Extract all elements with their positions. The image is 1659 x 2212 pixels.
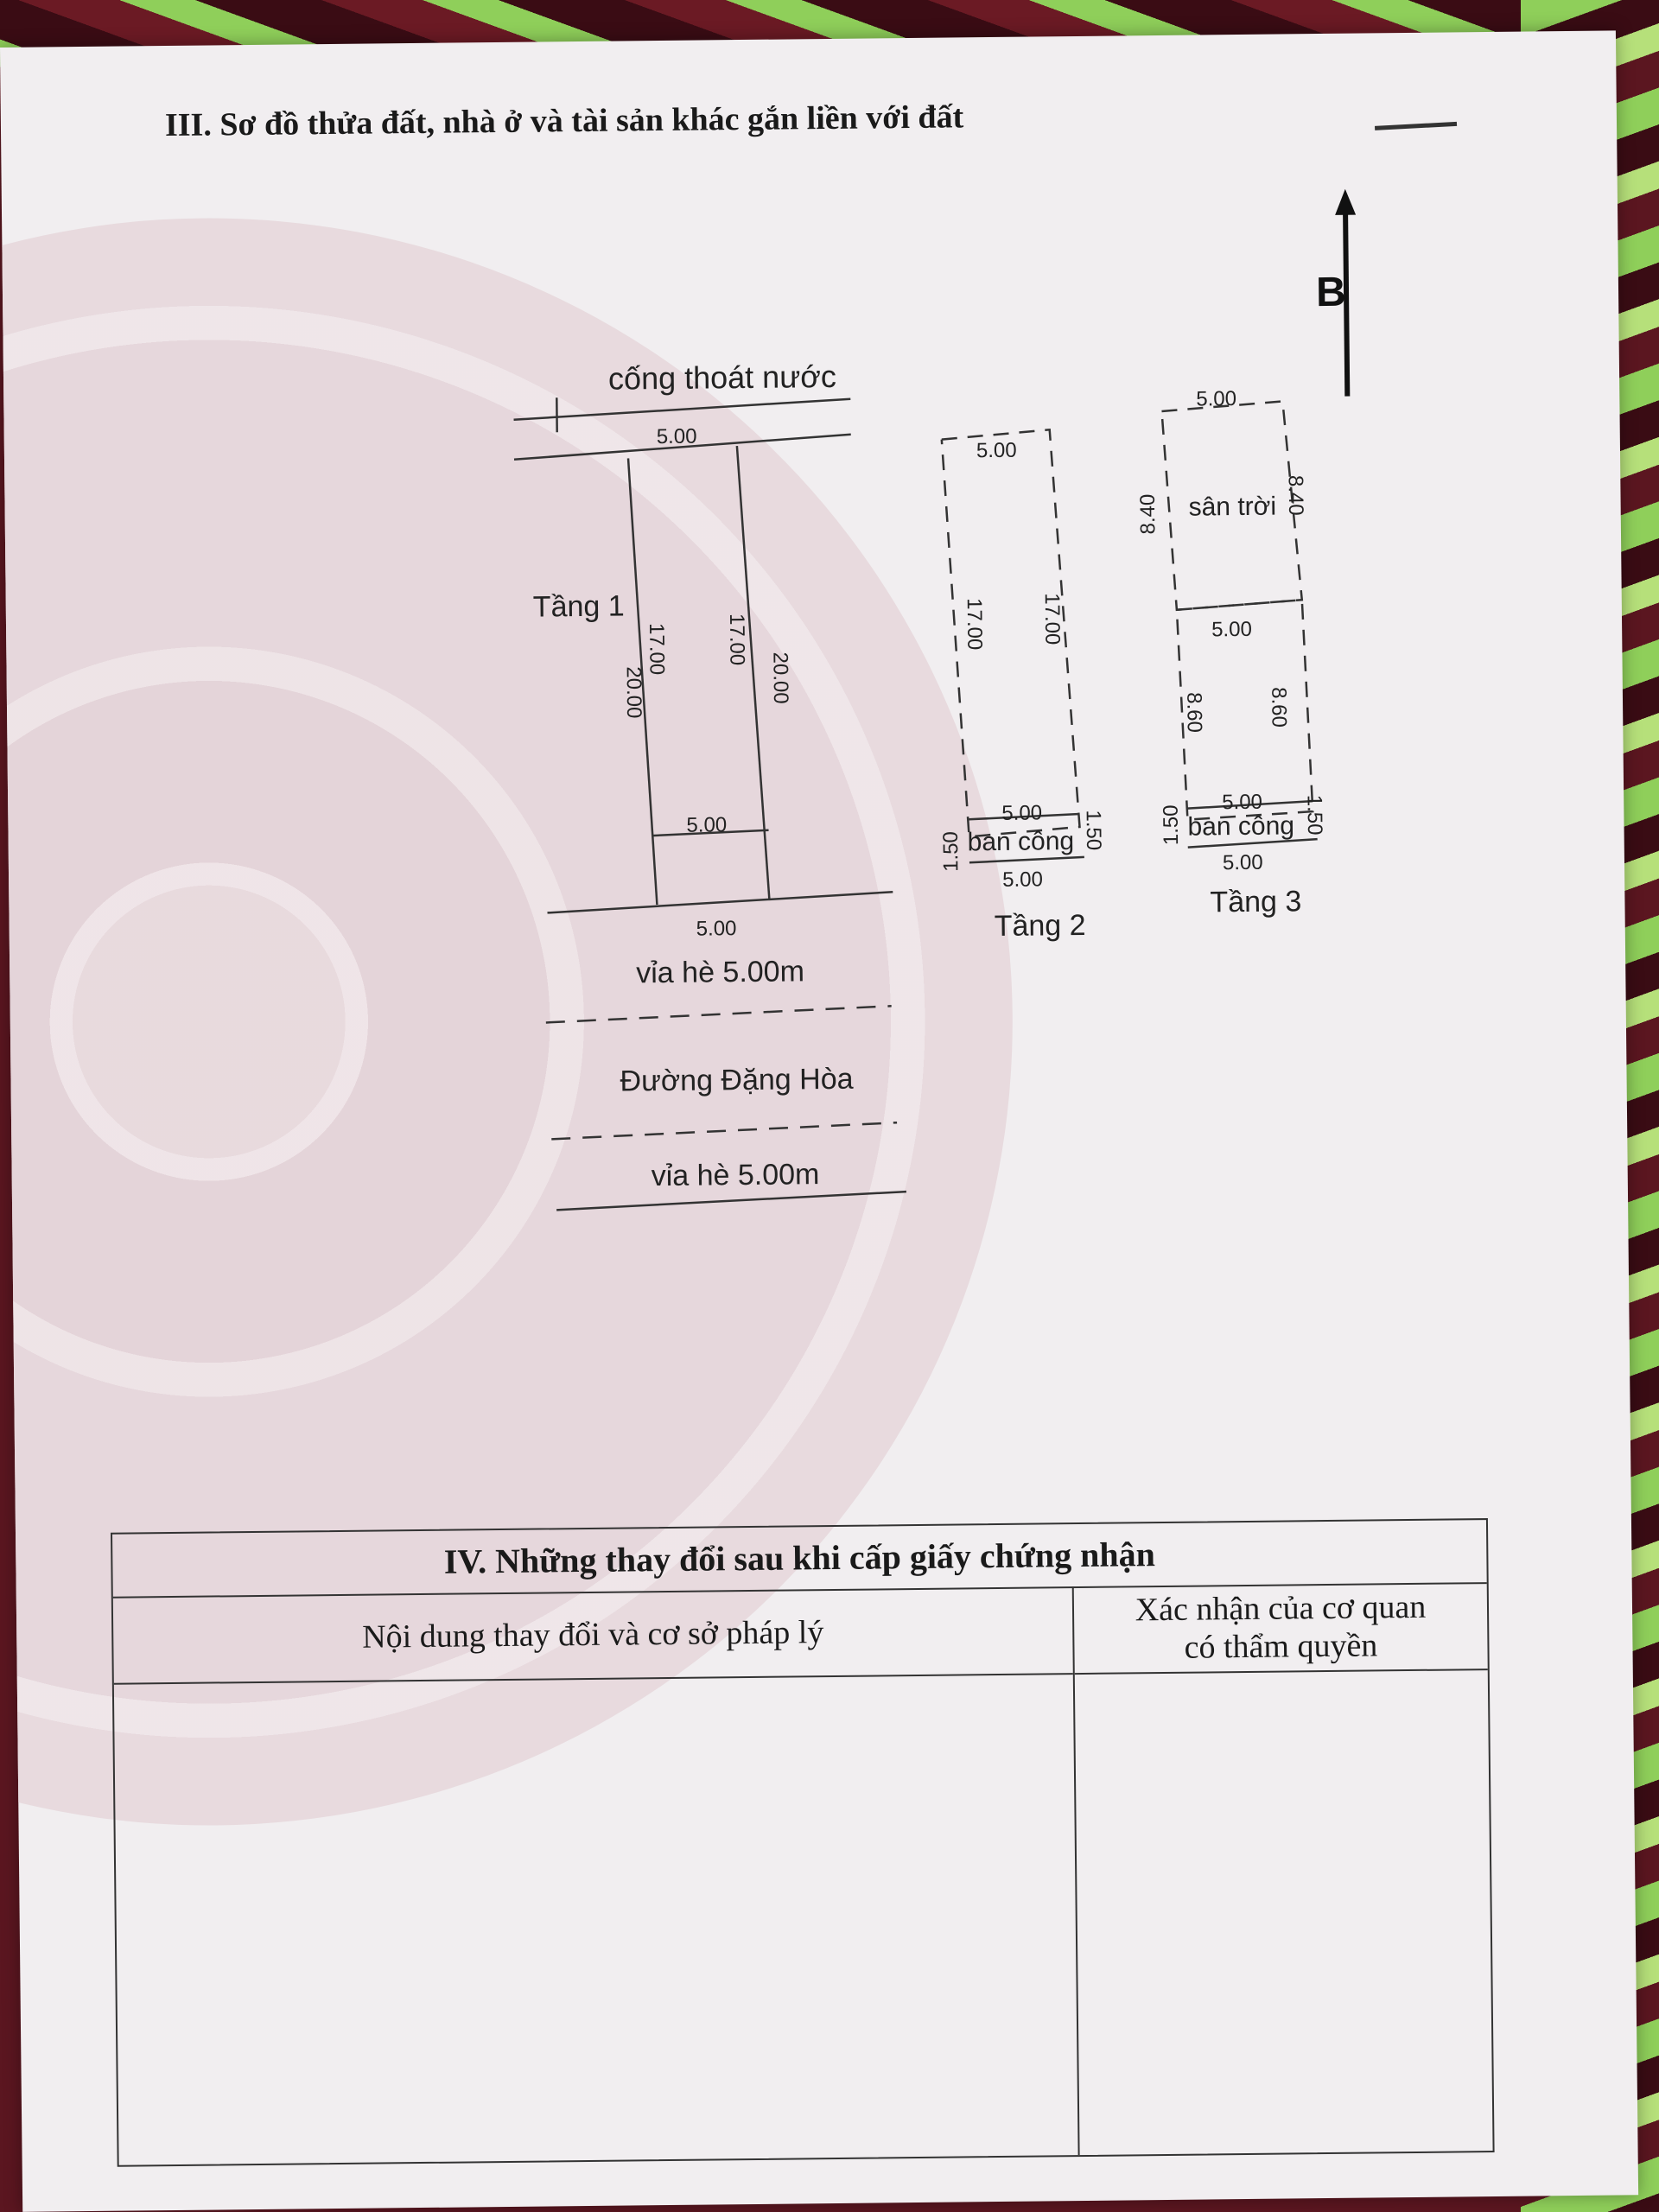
street-name: Đường Đặng Hòa [620,1062,854,1098]
floor2-inner-width: 5.00 [1001,801,1043,825]
changes-content-cell[interactable] [114,1675,1078,2165]
authority-confirmation-column: Xác nhận của cơ quan có thẩm quyền [1073,1582,1493,2155]
changes-content-column: Nội dung thay đổi và cơ sở pháp lý [112,1586,1080,2165]
sidewalk-bottom: vỉa hè 5.00m [651,1158,820,1193]
floor3-balcony-label: ban công [1187,811,1295,842]
scale-mark [1374,121,1458,130]
floor3-terrace-left: 8.40 [1135,493,1160,535]
floor1-right-inner: 17.00 [724,613,749,666]
drain-line [513,397,851,422]
floor3-right-len: 8.60 [1267,687,1291,728]
floor2-outline [940,428,1081,838]
changes-content-header: Nội dung thay đổi và cơ sở pháp lý [112,1586,1073,1685]
floor3-balcony-left: 1.50 [1159,804,1184,846]
floor1-bottom-width: 5.00 [696,917,737,941]
sidewalk-dashed-1 [545,1005,892,1024]
floor1-left-inner: 17.00 [645,622,669,676]
floor3-label: Tầng 3 [1210,885,1302,919]
floor1-right-outer: 20.00 [768,652,793,704]
floor2-top-width: 5.00 [976,438,1017,463]
floor2-label: Tầng 2 [994,908,1086,944]
floor2-balcony-left: 1.50 [938,831,963,873]
floor3-balcony-line [1187,799,1313,810]
floor3-room-outline [1175,598,1314,821]
floor2-left-len: 17.00 [962,598,987,651]
floor3-mid-width: 5.00 [1211,617,1252,642]
floor3-bottom-line [1187,837,1318,849]
certificate-page: III. Sơ đồ thửa đất, nhà ở và tài sản kh… [0,30,1639,2212]
floor1-bottom-line [547,890,893,914]
floor3-balcony-right: 1.50 [1302,794,1326,836]
floor1-left-line [626,458,658,906]
floor-plan-drawing [513,397,1318,1211]
floor2-balcony-label: ban công [967,827,1075,857]
floor3-terrace-label: sân trời [1188,492,1277,522]
floor3-left-len: 8.60 [1182,692,1206,734]
lot-top-line [513,433,851,461]
drain-label: cống thoát nước [607,358,837,397]
floor3-terrace-right: 8.40 [1283,474,1308,516]
floor1-label: Tầng 1 [532,589,625,624]
floor3-top-width: 5.00 [1196,387,1237,411]
authority-header-line1: Xác nhận của cơ quan [1135,1588,1427,1629]
floor2-balcony-line [969,812,1080,821]
floor1-top-width: 5.00 [656,424,697,449]
sidewalk-top: vỉa hè 5.00m [636,955,805,990]
floor2-bottom-line [969,855,1084,864]
floor2-right-len: 17.00 [1039,593,1065,645]
floor1-inner-line [652,829,769,837]
floor1-right-line [735,446,771,899]
floor1-left-outer: 20.00 [621,666,646,719]
floor2-bottom-width: 5.00 [1002,868,1044,892]
changes-table: IV. Những thay đổi sau khi cấp giấy chứn… [111,1518,1495,2167]
floor3-bottom-width: 5.00 [1222,850,1263,875]
authority-confirmation-cell[interactable] [1075,1670,1493,2155]
sidewalk-bottom-line [556,1190,906,1211]
north-arrow-icon [1335,188,1357,397]
floor2-balcony-right: 1.50 [1081,810,1106,851]
floor1-inner-width: 5.00 [686,813,728,837]
authority-confirmation-header: Xác nhận của cơ quan có thẩm quyền [1073,1582,1488,1675]
floor3-terrace-outline [1160,400,1304,612]
sidewalk-dashed-2 [551,1121,898,1141]
authority-header-line2: có thẩm quyền [1184,1627,1378,1666]
